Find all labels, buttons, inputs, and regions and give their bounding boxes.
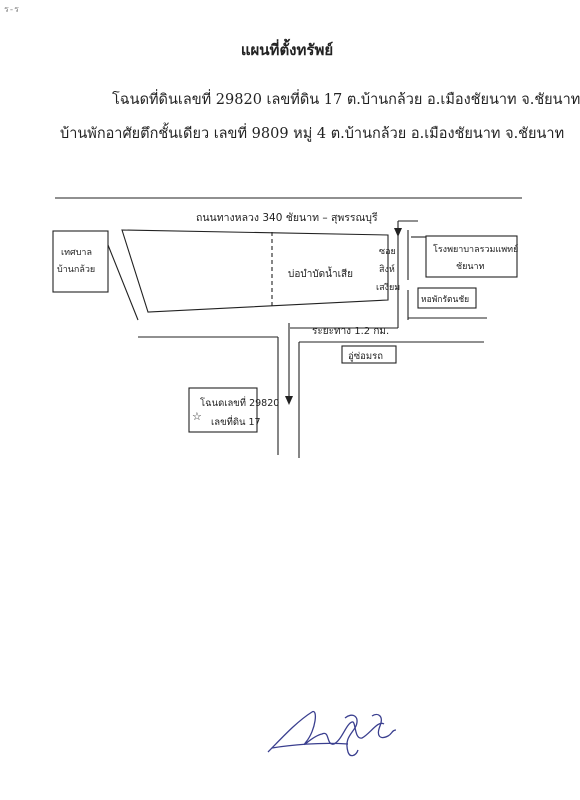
soi-label-1: ซอย <box>379 247 396 257</box>
page-title: แผนที่ตั้งทรัพย์ <box>240 41 334 59</box>
plot-box <box>188 387 258 433</box>
municipality-label-1: เทศบาล <box>61 248 92 258</box>
hospital-label-2: ชัยนาท <box>456 262 485 272</box>
municipality-label-2: บ้านกล้วย <box>57 264 95 275</box>
garage-box <box>341 345 397 364</box>
hospital-box <box>425 235 518 278</box>
dormitory-label: หอพักรัตนชัย <box>421 295 469 305</box>
highway-label: ถนนทางหลวง 340 ชัยนาท – สุพรรณบุรี <box>196 211 378 224</box>
distance-label: ระยะทาง 1.2 กม. <box>312 326 389 337</box>
deed-description: โฉนดที่ดินเลขที่ 29820 เลขที่ดิน 17 ต.บ้… <box>112 92 580 108</box>
soi-label-3: เสงี่ยม <box>376 280 400 293</box>
signature <box>267 710 397 757</box>
south-arrow-icon <box>285 396 293 405</box>
municipality-box <box>52 230 109 293</box>
star-icon: ☆ <box>192 410 202 423</box>
building-description: บ้านพักอาศัยตึกชั้นเดียว เลขที่ 9809 หมู… <box>60 126 565 142</box>
soi-label-2: สิงห์ <box>379 263 395 275</box>
dormitory-box <box>417 287 477 309</box>
plot-label-2: เลขที่ดิน 17 <box>211 415 261 428</box>
scan-mark: ร-ร <box>4 5 20 15</box>
plot-label-1: โฉนดเลขที่ 29820 <box>200 396 279 409</box>
side-road-edge <box>107 244 139 321</box>
hospital-label-1: โรงพยาบาลรวมแพทย์ <box>433 243 518 255</box>
parcel-boundary <box>121 229 389 313</box>
garage-label: อู่ซ่อมรถ <box>348 351 383 362</box>
soi-arrow-icon <box>394 228 402 237</box>
pond-label: บ่อบำบัดน้ำเสีย <box>288 266 353 280</box>
